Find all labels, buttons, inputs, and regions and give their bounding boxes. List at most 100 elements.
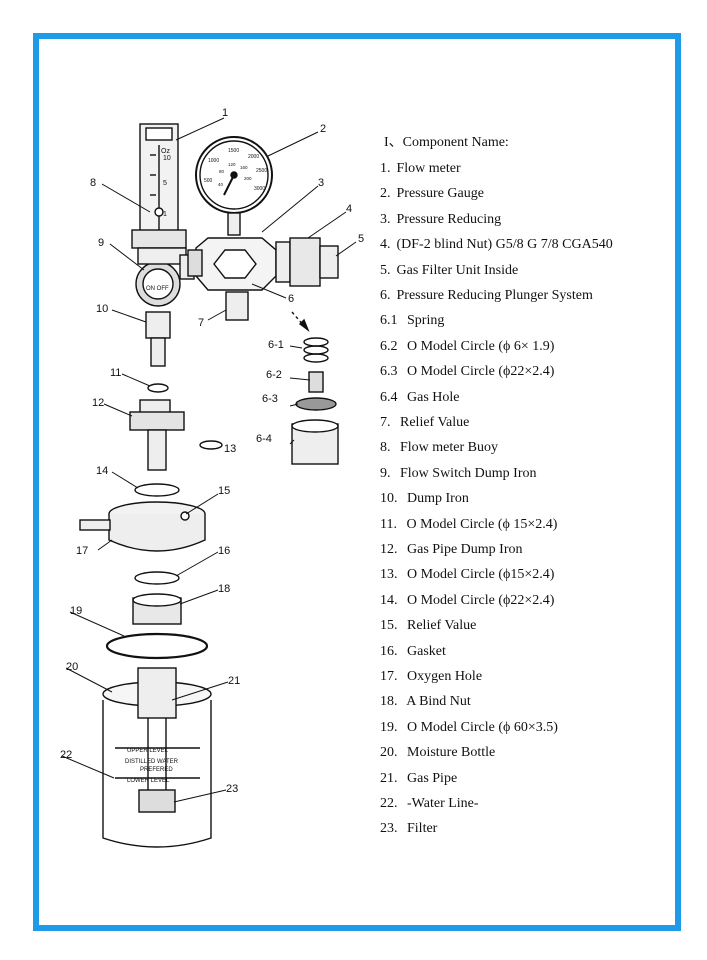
legend-item: 21. Gas Pipe [380, 770, 457, 788]
legend-item: 3. Pressure Reducing [380, 211, 501, 229]
callout-6-2: 6-2 [266, 369, 282, 381]
legend-item-text: O Model Circle (ϕ 15×2.4) [402, 516, 558, 532]
legend-item-number: 20. [380, 745, 398, 761]
legend-item: 2. Pressure Gauge [380, 185, 484, 203]
callout-6-4: 6-4 [256, 433, 272, 445]
legend-item-text: O Model Circle (ϕ 60×3.5) [403, 719, 558, 735]
legend-item-number: 13. [380, 567, 398, 583]
legend-item: 4. (DF-2 blind Nut) G5/8 G 7/8 CGA540 [380, 236, 613, 254]
legend-item: 20. Moisture Bottle [380, 744, 495, 762]
callout-20: 20 [66, 661, 78, 673]
legend-item-number: 7. [380, 415, 391, 430]
legend-item-text: Pressure Reducing [396, 211, 502, 227]
legend-item-number: 2. [380, 186, 391, 202]
legend-item: 22. -Water Line- [380, 795, 479, 813]
legend-item-number: 14. [380, 592, 398, 608]
bottle-cap [79, 501, 206, 552]
callout-1: 1 [222, 107, 228, 119]
callout-6-3: 6-3 [262, 393, 278, 405]
legend-item-text: Gas Hole [403, 389, 460, 405]
legend-item-text: O Model Circle (ϕ15×2.4) [403, 567, 555, 583]
legend-item-text: Dump Iron [403, 491, 469, 507]
callout-19: 19 [70, 605, 82, 617]
bottle-prefered: PREFERED [140, 767, 173, 773]
flowmeter-mark-1: 1 [163, 211, 167, 218]
legend-item: 6.4 Gas Hole [380, 389, 460, 407]
legend-item-text: Spring [403, 313, 445, 329]
legend-item: 12. Gas Pipe Dump Iron [380, 541, 523, 559]
dump-iron [145, 311, 171, 367]
gauge-inner-200: 200 [244, 176, 252, 181]
legend-item-number: 4. [380, 237, 391, 253]
legend-item-text: Pressure Gauge [396, 186, 484, 202]
pressure-gauge [195, 136, 273, 236]
callout-10: 10 [96, 303, 108, 315]
gauge-scale-1000: 1000 [208, 158, 219, 164]
legend-item-number: 3. [380, 211, 391, 227]
gauge-inner-160: 160 [240, 165, 248, 170]
legend-item-text: O Model Circle (ϕ22×2.4) [403, 364, 555, 380]
callout-18: 18 [218, 583, 230, 595]
gasket-16 [134, 571, 180, 585]
callout-2: 2 [320, 123, 326, 135]
gauge-inner-120: 120 [228, 162, 236, 167]
legend-item-text: Flow Switch Dump Iron [396, 465, 537, 481]
legend-item: 15. Relief Value [380, 617, 476, 635]
legend-item: 1.Flow meter [380, 160, 461, 178]
callout-6-1: 6-1 [268, 339, 284, 351]
pressure-reducer-body [187, 237, 339, 321]
legend-item-text: Gas Pipe Dump Iron [403, 542, 523, 557]
gas-pipe-dump-iron [129, 399, 185, 471]
callout-14: 14 [96, 465, 108, 477]
legend-item-text: Gasket [403, 643, 446, 659]
legend-item: 9. Flow Switch Dump Iron [380, 465, 537, 483]
gauge-inner-40: 40 [218, 182, 224, 187]
legend-item-text: Relief Value [396, 415, 470, 430]
legend-item-text: -Water Line- [403, 796, 479, 811]
legend-item-number: 6. [380, 288, 391, 303]
callout-22: 22 [60, 749, 72, 761]
callout-15: 15 [218, 485, 230, 497]
o-ring-19 [105, 632, 209, 660]
legend-item-number: 19. [380, 719, 398, 735]
gauge-scale-2000: 2000 [248, 154, 259, 160]
legend-item: 13. O Model Circle (ϕ15×2.4) [380, 566, 554, 584]
legend-item-text: (DF-2 blind Nut) G5/8 G 7/8 CGA540 [396, 237, 613, 253]
flowmeter-unit: Oz [161, 148, 170, 155]
bottle-upper-level: UPPER LEVEL [127, 748, 169, 754]
legend-item: 6.3 O Model Circle (ϕ22×2.4) [380, 363, 554, 381]
flow-switch-knob [135, 247, 195, 307]
legend-item-number: 5. [380, 262, 391, 278]
legend-item-text: O Model Circle (ϕ 6× 1.9) [403, 338, 555, 354]
callout-7: 7 [198, 317, 204, 329]
callout-8: 8 [90, 177, 96, 189]
o-ring-11 [147, 383, 169, 393]
legend-item: 7. Relief Value [380, 414, 469, 432]
legend-item-number: 18. [380, 694, 398, 710]
legend-item-number: 21. [380, 770, 398, 786]
bind-nut [132, 593, 182, 625]
flow-meter [131, 123, 187, 249]
gauge-scale-3000: 3000 [254, 186, 265, 192]
callout-16: 16 [218, 545, 230, 557]
legend-item: 6.1 Spring [380, 312, 444, 330]
callout-21: 21 [228, 675, 240, 687]
legend-item-text: Gas Filter Unit Inside [396, 262, 519, 278]
legend-item-text: Filter [403, 821, 438, 837]
legend-item: 19. O Model Circle (ϕ 60×3.5) [380, 719, 558, 737]
legend-item-number: 6.1 [380, 313, 398, 329]
gauge-inner-80: 80 [219, 169, 225, 174]
legend-item-number: 17. [380, 669, 398, 684]
legend-item-number: 15. [380, 618, 398, 634]
legend-item-number: 6.4 [380, 389, 398, 405]
legend-item: 18. A Bind Nut [380, 693, 471, 711]
legend-item: 14. O Model Circle (ϕ22×2.4) [380, 592, 554, 610]
legend-item-text: A Bind Nut [403, 694, 471, 710]
legend-item-text: Flow meter [396, 161, 461, 176]
legend-item: 16. Gasket [380, 643, 446, 661]
switch-label: ON OFF [146, 286, 169, 292]
o-ring-13 [199, 440, 223, 450]
legend-item: 23. Filter [380, 820, 437, 838]
legend-item: 6.2 O Model Circle (ϕ 6× 1.9) [380, 338, 554, 356]
